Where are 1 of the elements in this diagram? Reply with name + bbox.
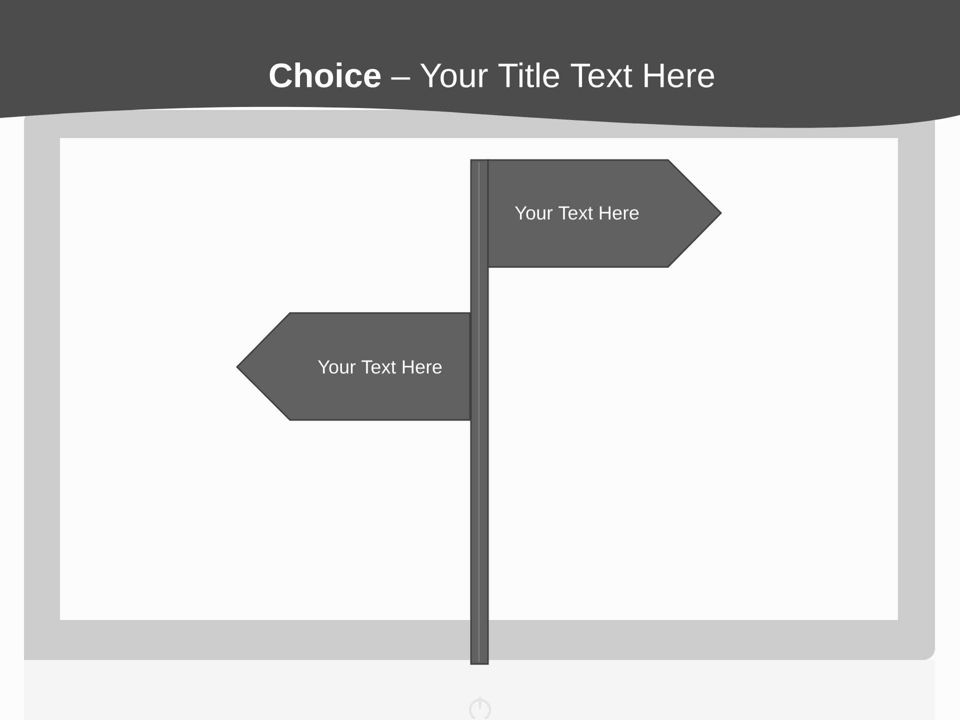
title: Choice – Your Title Text Here bbox=[270, 62, 714, 88]
